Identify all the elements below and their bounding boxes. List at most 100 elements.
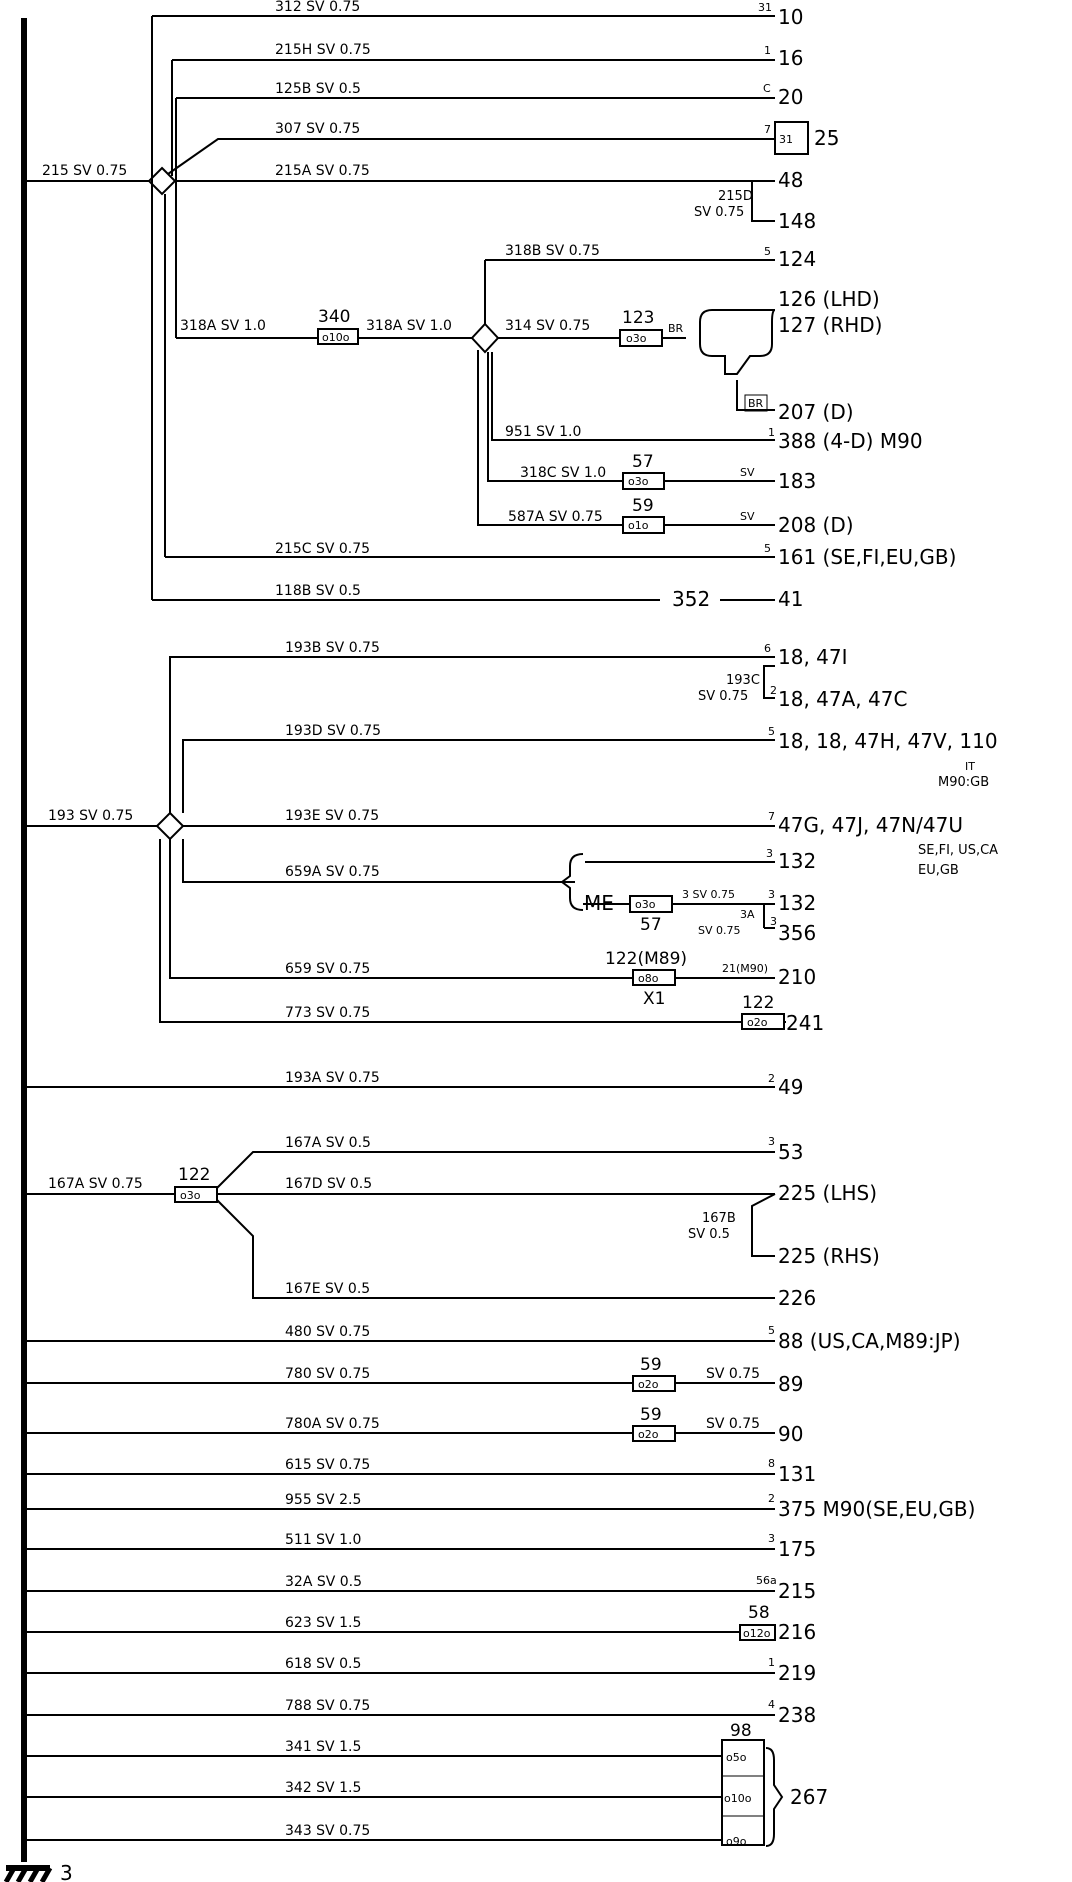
wire-label: 587A SV 0.75 — [508, 509, 603, 525]
destination: 225 (RHS) — [778, 1244, 880, 1268]
wire-label: 193B SV 0.75 — [285, 640, 380, 656]
svg-text:o3o: o3o — [635, 898, 656, 911]
wire-label: SV 0.75 — [698, 924, 741, 937]
tag: SV 0.75 — [706, 1366, 760, 1382]
tag: 21(M90) — [722, 962, 768, 975]
splice-diamond — [155, 811, 185, 841]
wire-label: 318C SV 1.0 — [520, 465, 606, 481]
wire-label: 318B SV 0.75 — [505, 243, 600, 259]
wire-label: 951 SV 1.0 — [505, 424, 581, 440]
destination: 132 — [778, 849, 816, 873]
connector-label: 57 — [632, 452, 654, 472]
wire-label: 615 SV 0.75 — [285, 1457, 370, 1473]
connector-label: 122 — [178, 1165, 210, 1185]
mid-label: 352 — [672, 587, 710, 611]
destination: 238 — [778, 1703, 816, 1727]
svg-text:o3o: o3o — [626, 332, 647, 345]
wire-label: 343 SV 0.75 — [285, 1823, 370, 1839]
destination: 124 — [778, 247, 816, 271]
pin-number: 1 — [764, 44, 771, 57]
destination: 148 — [778, 209, 816, 233]
feed-label: 167A SV 0.75 — [48, 1176, 143, 1192]
wire-label: 193E SV 0.75 — [285, 808, 379, 824]
svg-text:o10o: o10o — [724, 1792, 752, 1805]
svg-text:o8o: o8o — [638, 972, 659, 985]
destination: 207 (D) — [778, 400, 854, 424]
destination: 219 — [778, 1661, 816, 1685]
destination: 88 (US,CA,M89:JP) — [778, 1329, 961, 1353]
wire-label: 215H SV 0.75 — [275, 42, 371, 58]
pin-number: 3 — [766, 847, 773, 860]
wire-label: 618 SV 0.5 — [285, 1656, 361, 1672]
destination: 53 — [778, 1140, 803, 1164]
destination: 226 — [778, 1286, 816, 1310]
group-167 — [24, 1151, 776, 1299]
destination: 356 — [778, 921, 816, 945]
connector-label: 122(M89) — [605, 949, 687, 969]
pin-number: 8 — [768, 1457, 775, 1470]
component-box — [774, 121, 809, 155]
wire-label: 167D SV 0.5 — [285, 1176, 372, 1192]
wire-label: 193D SV 0.75 — [285, 723, 381, 739]
wire-label: 3A — [740, 908, 755, 921]
feed-label: 193 SV 0.75 — [48, 808, 133, 824]
connector-label: 59 — [640, 1355, 662, 1375]
wire-label: 623 SV 1.5 — [285, 1615, 361, 1631]
destination: 126 (LHD) — [778, 287, 880, 311]
destination: 161 (SE,FI,EU,GB) — [778, 545, 956, 569]
destination: 89 — [778, 1372, 803, 1396]
connector-label: 57 — [640, 915, 662, 935]
tag: BR — [668, 322, 684, 335]
wire-label: 780 SV 0.75 — [285, 1366, 370, 1382]
wire-label: 480 SV 0.75 — [285, 1324, 370, 1340]
destination: 18, 47I — [778, 645, 848, 669]
pin-number: 7 — [764, 123, 771, 136]
wire-label: 788 SV 0.75 — [285, 1698, 370, 1714]
svg-text:o10o: o10o — [322, 331, 350, 344]
pin-number: 6 — [764, 642, 771, 655]
destination: 183 — [778, 469, 816, 493]
wire-label: 342 SV 1.5 — [285, 1780, 361, 1796]
pin-number: 3 — [768, 888, 775, 901]
pin-number: 5 — [764, 542, 771, 555]
destination: 20 — [778, 85, 803, 109]
wire-label: 318A SV 1.0 — [366, 318, 452, 334]
wire-label: 318A SV 1.0 — [180, 318, 266, 334]
connector-label: 58 — [748, 1603, 770, 1623]
wire-label: 511 SV 1.0 — [285, 1532, 361, 1548]
pin-number: 31 — [758, 1, 772, 14]
wire-label: 167E SV 0.5 — [285, 1281, 370, 1297]
svg-text:o2o: o2o — [747, 1016, 768, 1029]
wire-label: 193C — [726, 673, 760, 688]
splice-diamond — [470, 322, 500, 354]
svg-text:o3o: o3o — [180, 1189, 201, 1202]
wire-label: 773 SV 0.75 — [285, 1005, 370, 1021]
connector-sub: X1 — [643, 989, 665, 1009]
destination: 215 — [778, 1579, 816, 1603]
region-note: M90:GB — [938, 775, 989, 790]
svg-text:o3o: o3o — [628, 475, 649, 488]
destination: 216 — [778, 1620, 816, 1644]
connector-123 — [619, 329, 663, 347]
destination: 90 — [778, 1422, 803, 1446]
wire-label: 3 SV 0.75 — [682, 888, 735, 901]
tag: SV — [740, 510, 755, 523]
destination: 175 — [778, 1537, 816, 1561]
br-tag-box — [744, 394, 768, 412]
wire-label: 955 SV 2.5 — [285, 1492, 361, 1508]
svg-text:o1o: o1o — [628, 519, 649, 532]
destination: 388 (4-D) M90 — [778, 429, 923, 453]
destination: 10 — [778, 5, 803, 29]
svg-text:o9o: o9o — [726, 1835, 747, 1848]
wire-label: 193A SV 0.75 — [285, 1070, 380, 1086]
tag: SV — [740, 466, 755, 479]
wire-label: 659A SV 0.75 — [285, 864, 380, 880]
destination: 25 — [814, 126, 839, 150]
destination: 132 — [778, 891, 816, 915]
wire-label: 314 SV 0.75 — [505, 318, 590, 334]
pin-number: 3 — [768, 1532, 775, 1545]
pin-number: 5 — [768, 725, 775, 738]
wire-label: 32A SV 0.5 — [285, 1574, 362, 1590]
connector-98 — [721, 1739, 765, 1846]
connector-59 — [632, 1425, 676, 1442]
